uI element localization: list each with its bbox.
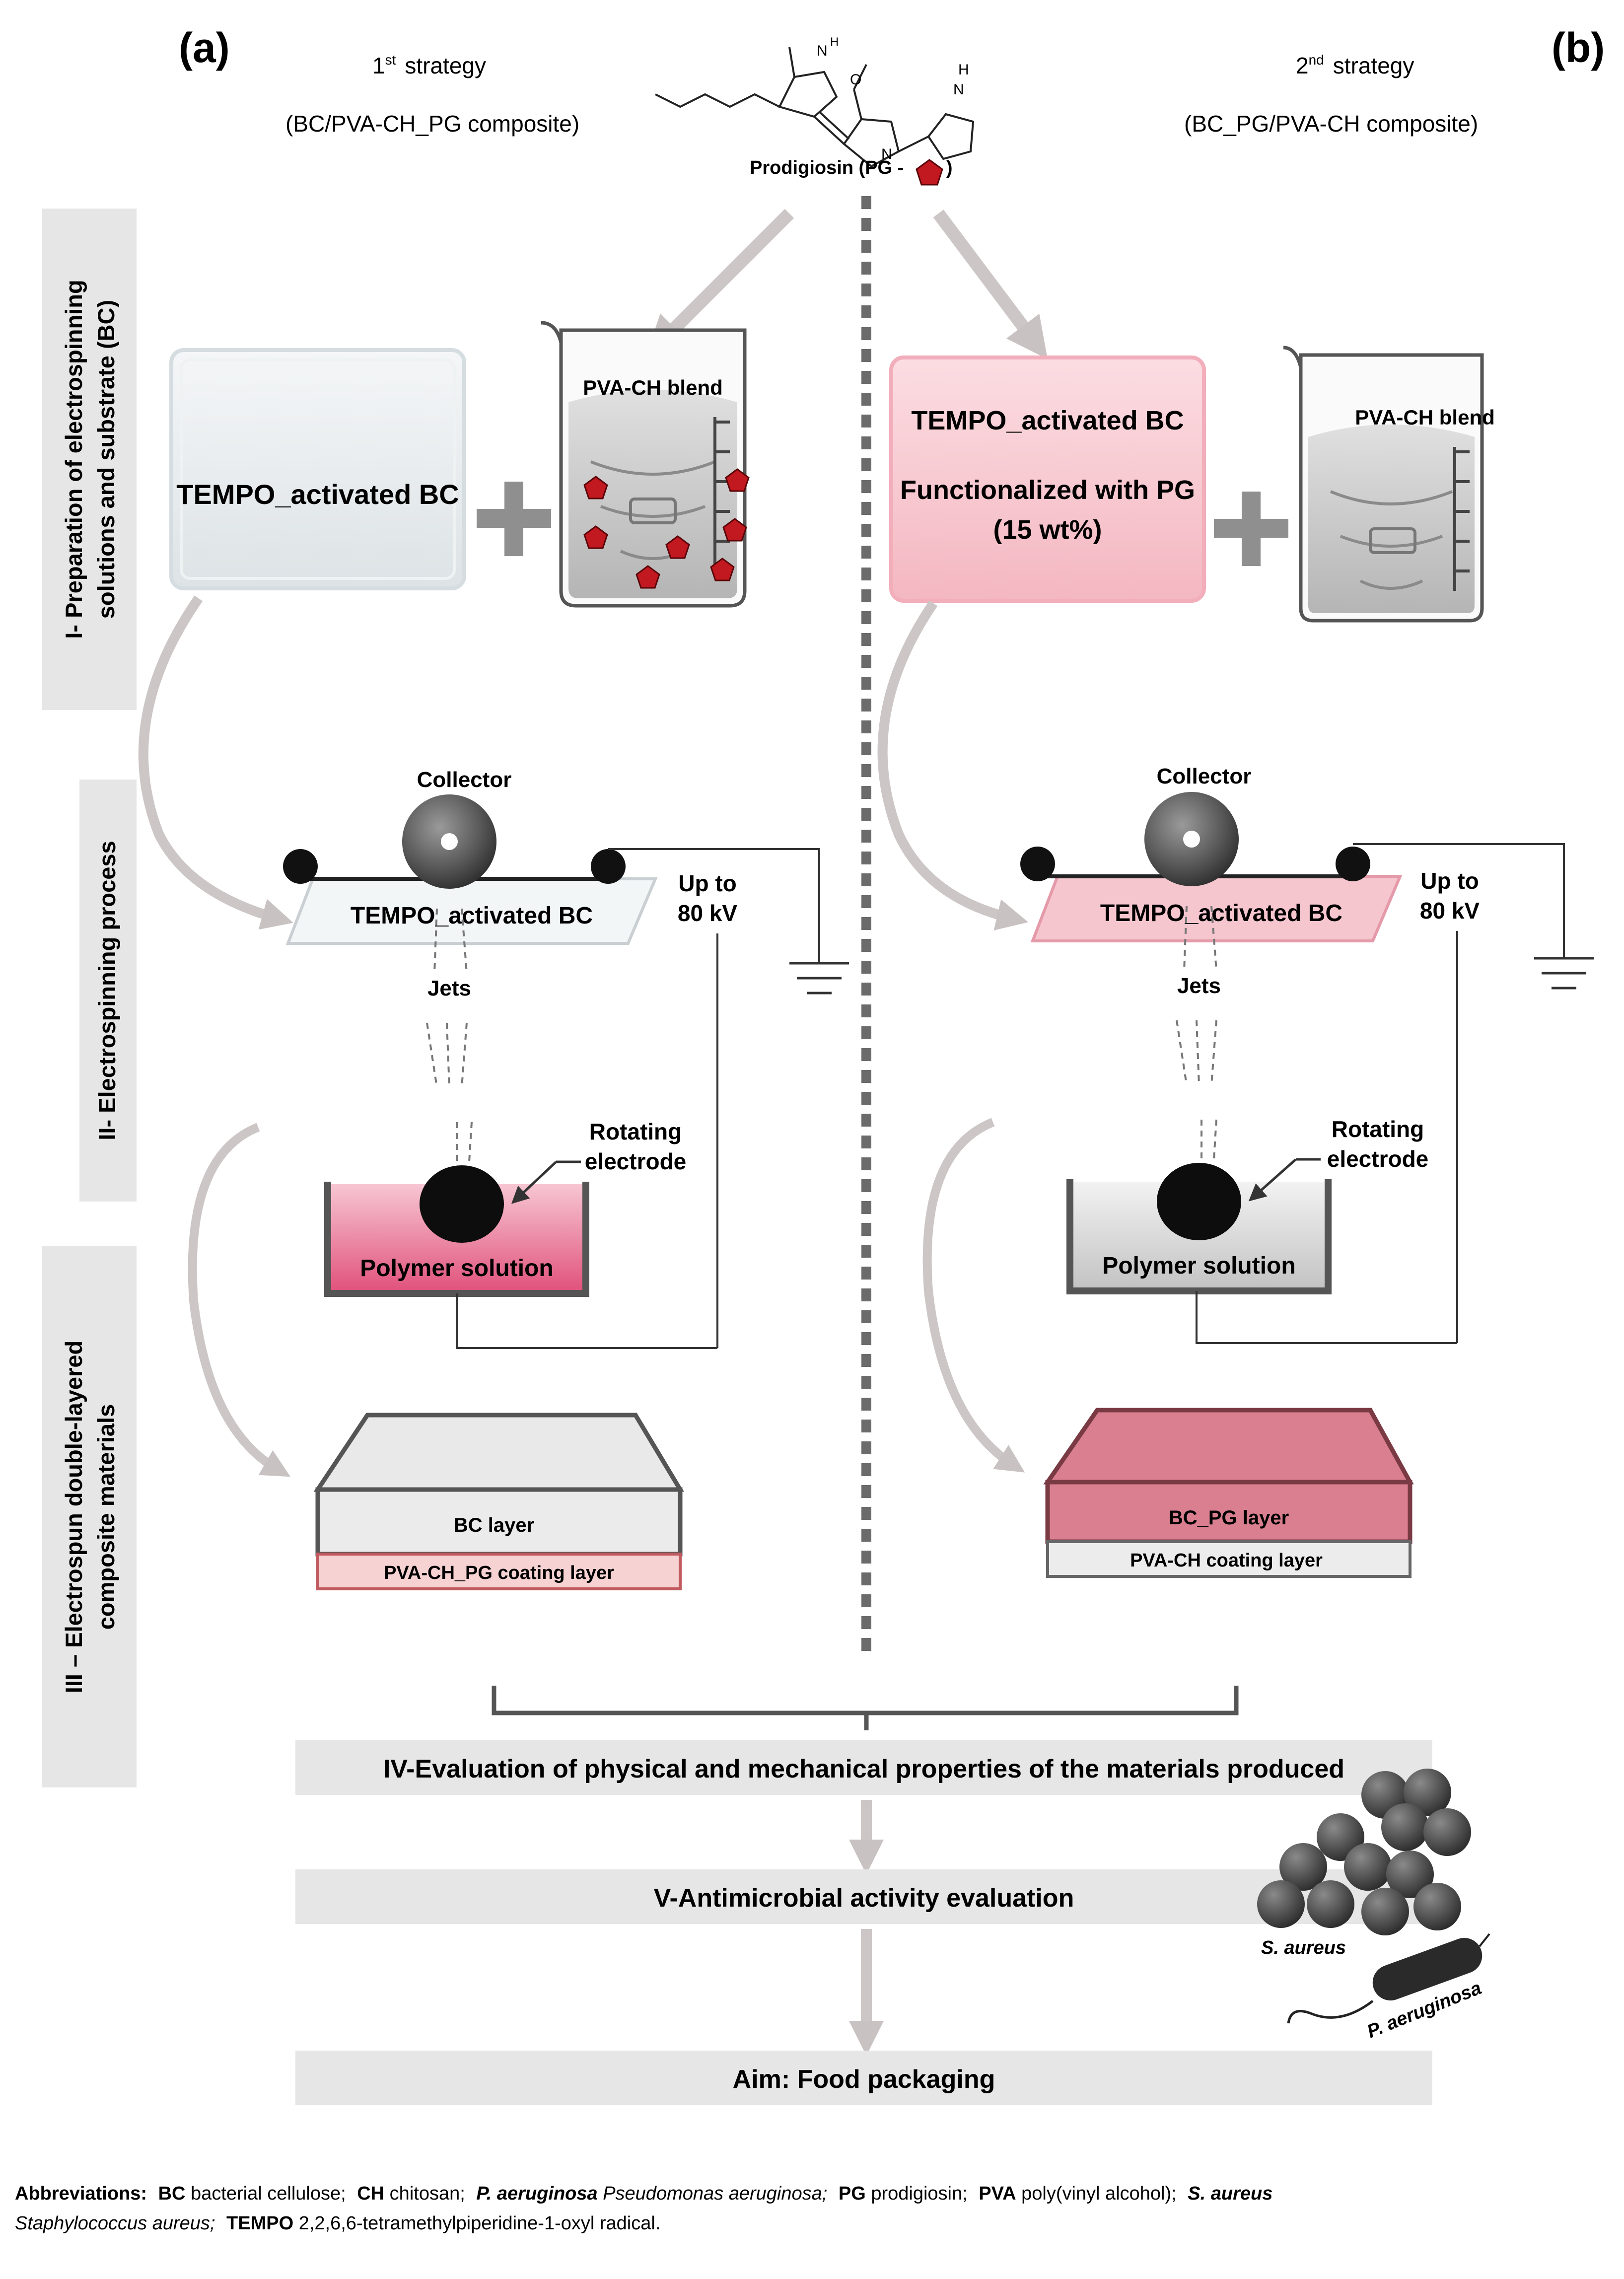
right-substrate-sheet: TEMPO_activated BC Functionalized with P… [889, 356, 1206, 603]
svg-text:PVA-CH coating layer: PVA-CH coating layer [1130, 1550, 1323, 1571]
pg-particles [583, 468, 750, 589]
svg-text:I- Preparation of electrospinn: I- Preparation of electrospinning [61, 280, 87, 639]
panel-label-b: (b) [1552, 24, 1605, 71]
svg-text:Up to: Up to [678, 870, 737, 896]
svg-text:II- Electrospinning process: II- Electrospinning process [94, 841, 120, 1140]
svg-text:PVA-CH blend: PVA-CH blend [1355, 406, 1495, 429]
svg-text:O: O [850, 71, 861, 88]
svg-text:Jets: Jets [1177, 974, 1221, 998]
prodigiosin-structure [655, 47, 975, 168]
stage3-band: III – Electrospun double-layered composi… [42, 1246, 137, 1787]
svg-text:TEMPO_activated BC: TEMPO_activated BC [1100, 900, 1342, 926]
left-beaker: PVA-CH blend [541, 321, 747, 608]
svg-text:Collector: Collector [417, 768, 512, 792]
svg-text:80 kV: 80 kV [678, 900, 738, 926]
right-composite: BC_PG layer PVA-CH coating layer [1043, 1408, 1414, 1578]
svg-text:Functionalized with PG: Functionalized with PG [900, 475, 1195, 505]
right-beaker: PVA-CH blend [1283, 346, 1495, 623]
svg-text:N: N [817, 43, 828, 59]
svg-text:BC layer: BC layer [454, 1514, 534, 1536]
right-electrospinning: Collector TEMPO_activated BC Up to 80 kV… [1020, 764, 1594, 1344]
strategy2-subtitle: (BC_PG/PVA-CH composite) [1184, 111, 1478, 137]
merge-bracket [492, 1686, 1239, 1730]
svg-text:PVA-CH_PG coating layer: PVA-CH_PG coating layer [384, 1563, 614, 1583]
right-curve-arrow-1 [877, 600, 1029, 930]
svg-text:H: H [958, 62, 969, 78]
svg-text:Collector: Collector [1157, 764, 1252, 788]
right-curve-arrow-2 [922, 1118, 1025, 1473]
svg-text:N: N [881, 146, 892, 162]
left-curve-arrow-2 [188, 1123, 290, 1477]
abbreviations-line2: Staphylococcus aureus; TEMPO 2,2,6,6-tet… [15, 2213, 660, 2234]
aim-box: Aim: Food packaging [295, 2051, 1432, 2105]
left-curve-arrow-1 [138, 595, 293, 930]
step5-box: V-Antimicrobial activity evaluation [295, 1869, 1432, 1924]
svg-text:TEMPO_activated BC: TEMPO_activated BC [351, 903, 593, 929]
svg-text:Polymer solution: Polymer solution [360, 1255, 553, 1282]
svg-text:solutions and substrate (BC): solutions and substrate (BC) [93, 300, 119, 619]
svg-text:TEMPO_activated BC: TEMPO_activated BC [911, 406, 1184, 435]
prodigiosin-atoms: N H O N H N [817, 35, 969, 162]
svg-text:N: N [953, 81, 964, 98]
left-composite: BC layer PVA-CH_PG coating layer [313, 1413, 684, 1590]
left-plus-icon [477, 482, 551, 556]
svg-text:TEMPO_activated BC: TEMPO_activated BC [176, 479, 459, 510]
svg-text:electrode: electrode [1327, 1146, 1429, 1172]
left-electrospinning: Collector TEMPO_activated BC Up to 80 kV… [283, 768, 849, 1349]
left-substrate-sheet: TEMPO_activated BC [169, 348, 466, 590]
svg-text:Polymer solution: Polymer solution [1102, 1253, 1295, 1279]
pg-pentagon-icon [916, 159, 943, 186]
svg-text:IV-Evaluation of physical and: IV-Evaluation of physical and mechanical… [383, 1755, 1344, 1783]
right-plus-icon [1214, 492, 1288, 566]
svg-text:Up to: Up to [1420, 868, 1479, 894]
panel-label-a: (a) [179, 24, 230, 71]
svg-text:H: H [830, 35, 839, 49]
svg-text:BC_PG layer: BC_PG layer [1169, 1507, 1289, 1529]
s-aureus-label: S. aureus [1261, 1937, 1346, 1958]
svg-text:(15 wt%): (15 wt%) [993, 515, 1102, 545]
svg-text:Jets: Jets [427, 976, 471, 1000]
stage1-band: I- Preparation of electrospinning soluti… [42, 209, 137, 710]
stage2-band: II- Electrospinning process [79, 780, 137, 1202]
svg-text:Rotating: Rotating [1332, 1116, 1424, 1142]
svg-text:electrode: electrode [585, 1148, 687, 1174]
svg-text:80 kV: 80 kV [1420, 898, 1480, 924]
step4-box: IV-Evaluation of physical and mechanical… [295, 1740, 1432, 1795]
svg-text:Rotating: Rotating [589, 1119, 682, 1144]
svg-text:composite materials: composite materials [93, 1404, 119, 1630]
svg-text:Aim: Food packaging: Aim: Food packaging [733, 2065, 995, 2094]
prodigiosin-label: Prodigiosin (PG - ) [750, 157, 953, 178]
pg-arrow-right [933, 210, 1048, 359]
svg-text:III – Electrospun double-layer: III – Electrospun double-layered [61, 1341, 87, 1693]
strategy1-subtitle: (BC/PVA-CH_PG composite) [285, 111, 579, 137]
s-aureus-cluster-icon [1257, 1769, 1471, 1935]
svg-text:PVA-CH blend: PVA-CH blend [583, 376, 723, 399]
svg-text:V-Antimicrobial activity evalu: V-Antimicrobial activity evaluation [654, 1884, 1074, 1913]
p-aeruginosa-rod-icon [1287, 1933, 1490, 2024]
pg-arrow-left [645, 209, 794, 357]
abbreviations-line1: Abbreviations: BC bacterial cellulose; C… [15, 2183, 1272, 2204]
